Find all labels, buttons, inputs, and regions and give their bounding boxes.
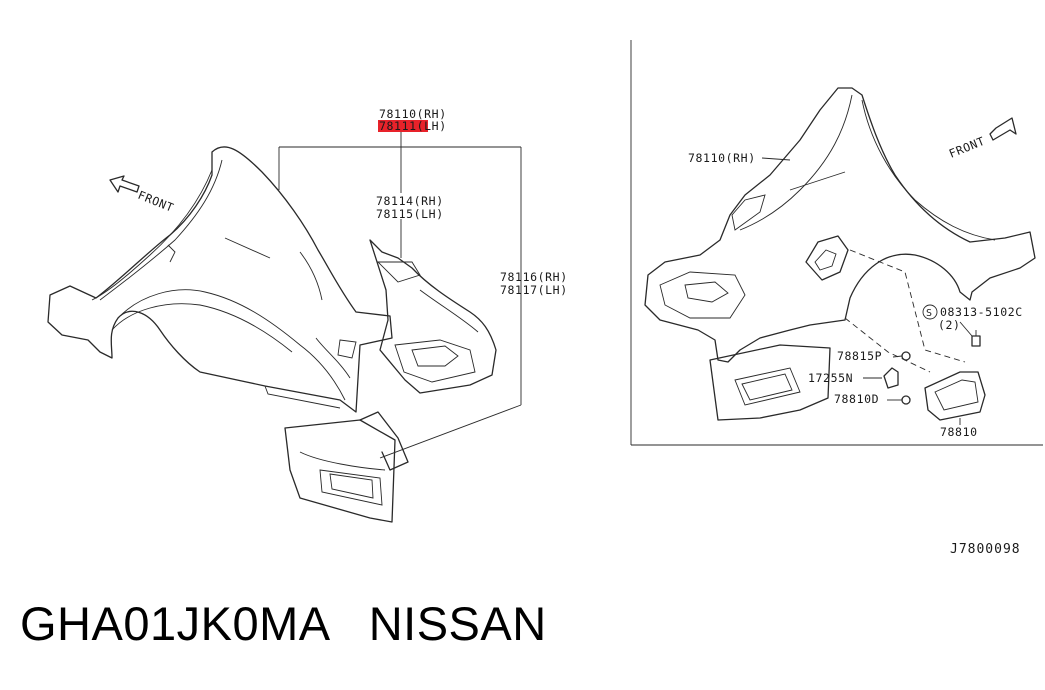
diagram-code: J7800098 [950,542,1021,557]
right-leader-lines [761,157,973,425]
callout-78110-rh-right: 78110(RH) [688,151,756,165]
callout-78810d: 78810D [834,392,879,406]
front-label-right: FRONT [947,134,987,161]
callout-78810: 78810 [940,425,978,439]
front-arrow-icon [109,175,140,193]
callout-78111-lh: 78111(LH) [379,119,447,133]
callout-78110-rh: 78110(RH) [379,107,447,121]
right-quarter-panel-illustration [644,87,1036,421]
s-symbol-icon [922,304,938,320]
left-leader-lines [278,132,522,459]
callout-08313: 08313-5102C [940,305,1023,319]
front-label-left: FRONT [136,188,176,215]
highlight-box [378,120,428,132]
callout-78117-lh: 78117(LH) [500,283,568,297]
callout-78815p: 78815P [837,349,882,363]
callout-17255n: 17255N [808,371,853,385]
callout-78115-lh: 78115(LH) [376,207,444,221]
callout-78114-rh: 78114(RH) [376,194,444,208]
callout-78116-rh: 78116(RH) [500,270,568,284]
right-view-frame [630,40,1043,446]
s-symbol-letter: S [926,308,932,319]
callout-08313-qty: (2) [938,318,961,332]
part-caption: GHA01JK0MA NISSAN [20,597,547,650]
front-arrow-icon [989,117,1017,141]
left-quarter-panel-illustration [47,146,497,523]
